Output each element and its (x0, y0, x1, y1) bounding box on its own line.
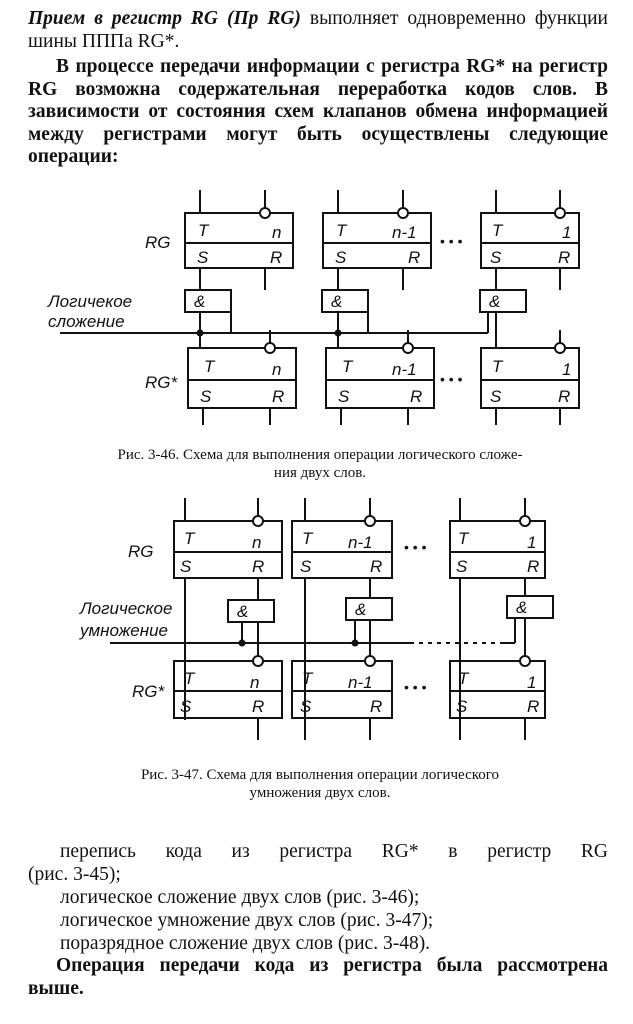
list-item: поразрядное сложение двух слов (рис. 3-4… (60, 933, 431, 954)
and-gate-symbol: & (237, 602, 248, 621)
cell-t: T (204, 357, 216, 376)
cell-t: T (184, 669, 196, 688)
cell-r: R (370, 697, 382, 716)
cell-r: R (252, 557, 264, 576)
fig47-caption: Рис. 3-47. Схема для выполнения операции… (40, 766, 600, 802)
list-item: логическое сложение двух слов (рис. 3-46… (60, 887, 420, 908)
cell-s: S (180, 557, 192, 576)
cell-r: R (410, 387, 422, 406)
cell-index: n-1 (392, 223, 417, 242)
cell-r: R (527, 557, 539, 576)
cell-index: n-1 (392, 360, 417, 379)
cell-index: 1 (527, 533, 536, 552)
figure-3-47: RG RG* Логическое умножение T n S R T n-… (79, 498, 554, 740)
cell-t: T (336, 221, 348, 240)
intro-lead-bold: Прием в регистр RG (Пр RG) (28, 8, 301, 29)
cell-t: T (302, 529, 314, 548)
cell-r: R (370, 557, 382, 576)
cell-index: 1 (562, 360, 571, 379)
cell-r: R (558, 387, 570, 406)
and-gate-symbol: & (355, 600, 366, 619)
ellipsis-dots: • • • (440, 371, 463, 387)
cell-s: S (490, 248, 502, 267)
cell-s: S (180, 697, 192, 716)
cell-t: T (198, 221, 210, 240)
cell-s: S (200, 387, 212, 406)
list-item: перепись кода из регистра RG* в регистр … (60, 841, 608, 862)
ellipsis-dots: • • • (440, 233, 463, 249)
intro-paragraph-2: В процессе передачи информации с регистр… (28, 56, 608, 167)
cell-index: n (252, 533, 261, 552)
list-item-cont: (рис. 3-45); (28, 864, 121, 885)
fig47-caption-line-1: Рис. 3-47. Схема для выполнения операции… (140, 767, 500, 783)
cell-s: S (490, 387, 502, 406)
cell-s: S (197, 248, 209, 267)
cell-t: T (492, 221, 504, 240)
cell-r: R (408, 248, 420, 267)
cell-t: T (342, 357, 354, 376)
and-gate-symbol: & (194, 292, 205, 311)
figure-3-46: RG RG* Логичекое сложение T n S R T n-1 … (47, 190, 580, 425)
cell-s: S (335, 248, 347, 267)
ellipsis-dots: • • • (404, 679, 427, 695)
fig47-caption-line-2: умножения двух слов. (249, 785, 391, 801)
and-gate-symbol: & (489, 292, 500, 311)
fig46-caption: Рис. 3-46. Схема для выполнения операции… (40, 446, 600, 482)
fig47-op-label-2: умножение (79, 621, 168, 640)
cell-t: T (492, 357, 504, 376)
cell-index: n (272, 360, 281, 379)
cell-t: T (302, 669, 314, 688)
and-gate-symbol: & (516, 598, 527, 617)
fig46-rg-star-label: RG* (145, 373, 179, 392)
cell-r: R (272, 387, 284, 406)
fig46-op-label-1: Логичекое (47, 292, 132, 311)
cell-t: T (458, 669, 470, 688)
list-item: логическое умножение двух слов (рис. 3-4… (60, 910, 434, 931)
intro-paragraph-1: Прием в регистр RG (Пр RG) выполняет одн… (28, 8, 608, 53)
cell-index: n-1 (348, 533, 373, 552)
cell-index: n (272, 223, 281, 242)
cell-s: S (456, 697, 468, 716)
cell-r: R (527, 697, 539, 716)
cell-index: 1 (562, 223, 571, 242)
fig46-op-label-2: сложение (48, 312, 125, 331)
cell-s: S (456, 557, 468, 576)
cell-s: S (338, 387, 350, 406)
cell-s: S (300, 557, 312, 576)
cell-r: R (270, 248, 282, 267)
cell-index: n-1 (348, 673, 373, 692)
cell-index: 1 (527, 673, 536, 692)
fig46-caption-line-2: ния двух слов. (273, 465, 367, 481)
cell-index: n (250, 673, 259, 692)
intro-lead-rest: выполняет одновременно функции шины ПППа… (28, 8, 608, 52)
cell-r: R (558, 248, 570, 267)
and-gate-symbol: & (331, 292, 342, 311)
cell-t: T (184, 529, 196, 548)
cell-t: T (458, 529, 470, 548)
fig47-op-label-1: Логическое (79, 599, 172, 618)
operation-list: перепись кода из регистра RG* в регистр … (28, 840, 608, 955)
fig47-rg-label: RG (128, 542, 154, 561)
fig46-rg-label: RG (145, 233, 171, 252)
cell-s: S (300, 697, 312, 716)
fig47-rg-star-label: RG* (132, 682, 166, 701)
fig46-caption-line-1: Рис. 3-46. Схема для выполнения операции… (117, 447, 523, 463)
closing-paragraph: Операция передачи кода из регистра была … (28, 955, 608, 999)
cell-r: R (252, 697, 264, 716)
ellipsis-dots: • • • (404, 539, 427, 555)
